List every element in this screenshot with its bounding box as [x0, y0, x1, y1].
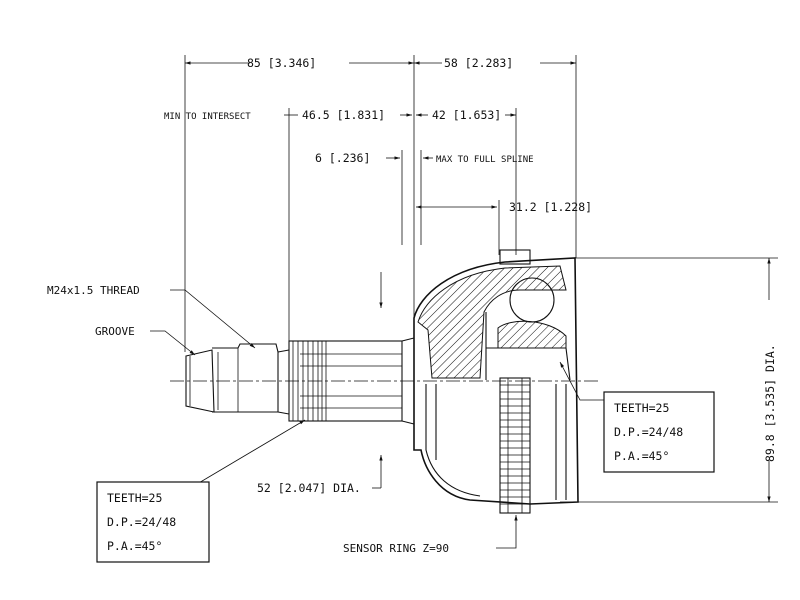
callout-sensor-ring: SENSOR RING Z=90: [343, 542, 449, 555]
spec-inner-dp: D.P.=24/48: [614, 425, 683, 439]
dim-min-intersect-label: MIN TO INTERSECT: [164, 112, 251, 122]
spec-shaft-pa: P.A.=45°: [107, 539, 162, 553]
dim-spline-length: 42 [1.653]: [432, 108, 501, 122]
callout-groove: GROOVE: [95, 325, 135, 338]
shaft-splines: [292, 341, 402, 421]
spec-shaft-teeth: TEETH=25: [107, 491, 162, 505]
dim-overall-stub: 85 [3.346]: [247, 56, 316, 70]
dim-min-intersect-value: 46.5 [1.831]: [302, 108, 385, 122]
dim-outer-diameter: 89.8 [3.535] DIA.: [763, 344, 777, 462]
spec-box-inner-race: TEETH=25 D.P.=24/48 P.A.=45°: [603, 391, 715, 473]
spec-inner-pa: P.A.=45°: [614, 449, 669, 463]
spec-box-shaft: TEETH=25 D.P.=24/48 P.A.=45°: [96, 481, 210, 563]
dim-max-to-full-spline: MAX TO FULL SPLINE: [436, 155, 534, 165]
spec-shaft-dp: D.P.=24/48: [107, 515, 176, 529]
cv-joint-part: [170, 249, 600, 514]
leader-lines: [150, 289, 604, 549]
callout-thread: M24x1.5 THREAD: [47, 284, 140, 297]
spec-inner-teeth: TEETH=25: [614, 401, 669, 415]
sensor-ring-teeth: [499, 377, 531, 514]
dim-shaft-diameter: 52 [2.047] DIA.: [257, 481, 361, 495]
dim-bearing-offset: 31.2 [1.228]: [509, 200, 592, 214]
dimension-lines: [184, 55, 778, 503]
dim-housing-length: 58 [2.283]: [444, 56, 513, 70]
dim-offset: 6 [.236]: [315, 151, 370, 165]
